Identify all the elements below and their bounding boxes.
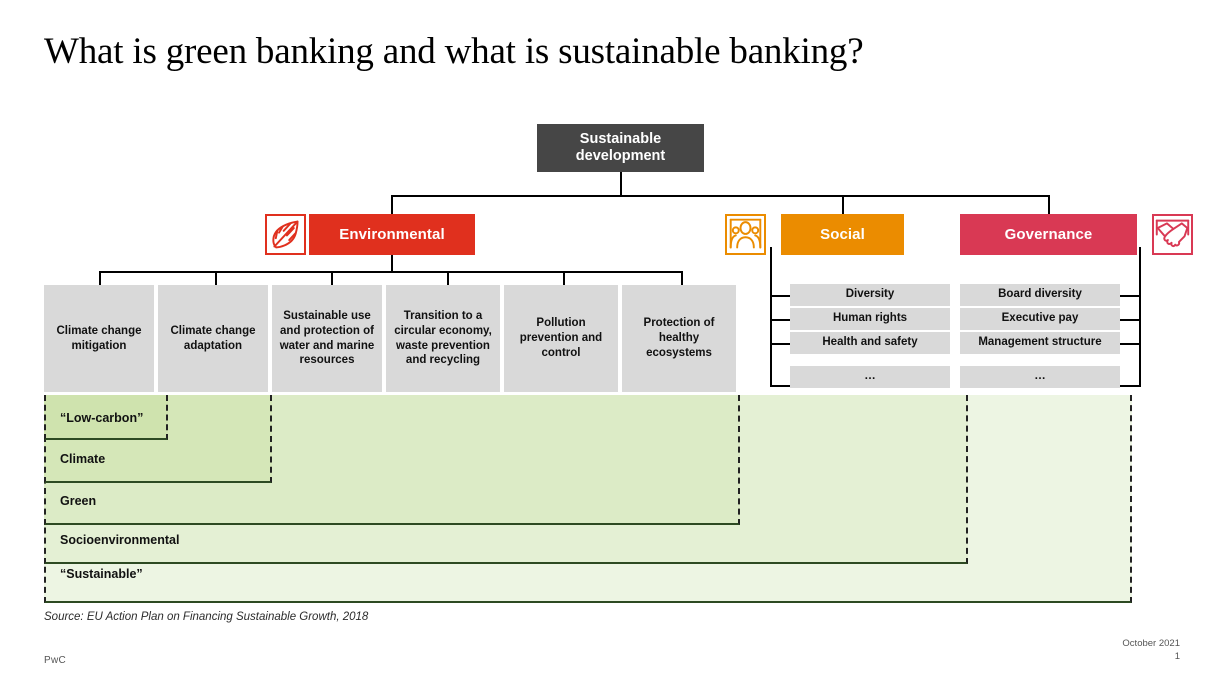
connector-governance-stub-3 <box>1120 343 1141 345</box>
people-icon <box>725 214 766 255</box>
connector-env-stem <box>391 255 393 273</box>
env-item-box[interactable]: Climate change mitigation <box>44 285 154 392</box>
env-item-label: Climate change mitigation <box>56 324 142 352</box>
social-item-label: Health and safety <box>822 336 918 349</box>
connector-env-drop-5 <box>563 271 565 285</box>
connector-social-stub-2 <box>770 319 790 321</box>
env-item-label: Protection of healthy ecosystems <box>643 317 715 359</box>
governance-item-label: Executive pay <box>1001 312 1079 325</box>
governance-item-box[interactable]: Executive pay <box>960 308 1120 330</box>
connector-pillar-bus <box>391 195 1050 197</box>
social-item-box[interactable]: Human rights <box>790 308 950 330</box>
scope-band-label: Socioenvironmental <box>60 533 180 547</box>
scope-band-label: “Sustainable” <box>60 567 143 581</box>
governance-item-label: Board diversity <box>998 288 1082 301</box>
pillar-governance-label: Governance <box>1004 225 1093 243</box>
handshake-icon <box>1152 214 1193 255</box>
footer-date: October 2021 <box>1122 638 1180 649</box>
scope-band-label: “Low-carbon” <box>60 411 144 425</box>
pillar-social[interactable]: Social <box>781 214 904 255</box>
connector-social-bus <box>770 247 772 387</box>
connector-governance-stub-4 <box>1120 385 1141 387</box>
env-item-label: Sustainable use and protection of water … <box>279 310 375 367</box>
governance-item-box[interactable]: Management structure <box>960 332 1120 354</box>
connector-root-stem <box>620 172 622 197</box>
env-item-box[interactable]: Climate change adaptation <box>158 285 268 392</box>
scope-band-label: Green <box>60 494 97 508</box>
governance-item-box[interactable]: Board diversity <box>960 284 1120 306</box>
connector-env-drop-1 <box>99 271 101 285</box>
connector-env-drop-4 <box>447 271 449 285</box>
connector-social-stub-4 <box>770 385 790 387</box>
social-item-label: Diversity <box>845 288 895 301</box>
connector-governance-bus <box>1139 247 1141 387</box>
source-note: Source: EU Action Plan on Financing Sust… <box>44 611 369 623</box>
social-item-box[interactable]: Diversity <box>790 284 950 306</box>
connector-env-drop-2 <box>215 271 217 285</box>
pillar-social-label: Social <box>820 225 865 243</box>
connector-governance-stub-1 <box>1120 295 1141 297</box>
governance-item-label: Management structure <box>978 336 1102 349</box>
social-item-box[interactable]: Health and safety <box>790 332 950 354</box>
connector-governance-stub-2 <box>1120 319 1141 321</box>
env-item-label: Climate change adaptation <box>170 324 256 352</box>
governance-item-label: … <box>1034 370 1046 383</box>
scope-band-low-carbon[interactable]: “Low-carbon” <box>44 395 168 440</box>
governance-item-box[interactable]: … <box>960 366 1120 388</box>
connector-drop-social <box>842 195 844 215</box>
leaf-icon <box>265 214 306 255</box>
connector-social-stub-1 <box>770 295 790 297</box>
node-sustainable-development-label: Sustainable development <box>575 130 666 164</box>
social-item-label: … <box>864 370 876 383</box>
social-item-box[interactable]: … <box>790 366 950 388</box>
pillar-environmental[interactable]: Environmental <box>309 214 475 255</box>
env-item-label: Pollution prevention and control <box>519 317 603 359</box>
connector-drop-governance <box>1048 195 1050 215</box>
connector-env-bus <box>99 271 683 273</box>
env-item-box[interactable]: Sustainable use and protection of water … <box>272 285 382 392</box>
pillar-environmental-label: Environmental <box>339 225 445 243</box>
footer-page-number: 1 <box>1174 651 1180 662</box>
env-item-box[interactable]: Pollution prevention and control <box>504 285 618 392</box>
env-item-label: Transition to a circular economy, waste … <box>394 310 492 367</box>
scope-band-label: Climate <box>60 452 106 466</box>
node-sustainable-development[interactable]: Sustainable development <box>537 124 704 172</box>
connector-social-stub-3 <box>770 343 790 345</box>
env-item-box[interactable]: Protection of healthy ecosystems <box>622 285 736 392</box>
connector-env-drop-3 <box>331 271 333 285</box>
page-title: What is green banking and what is sustai… <box>44 31 864 72</box>
social-item-label: Human rights <box>832 312 908 325</box>
connector-env-drop-6 <box>681 271 683 285</box>
brand-logo: PwC <box>44 655 67 666</box>
connector-drop-environmental <box>391 195 393 215</box>
pillar-governance[interactable]: Governance <box>960 214 1137 255</box>
env-item-box[interactable]: Transition to a circular economy, waste … <box>386 285 500 392</box>
